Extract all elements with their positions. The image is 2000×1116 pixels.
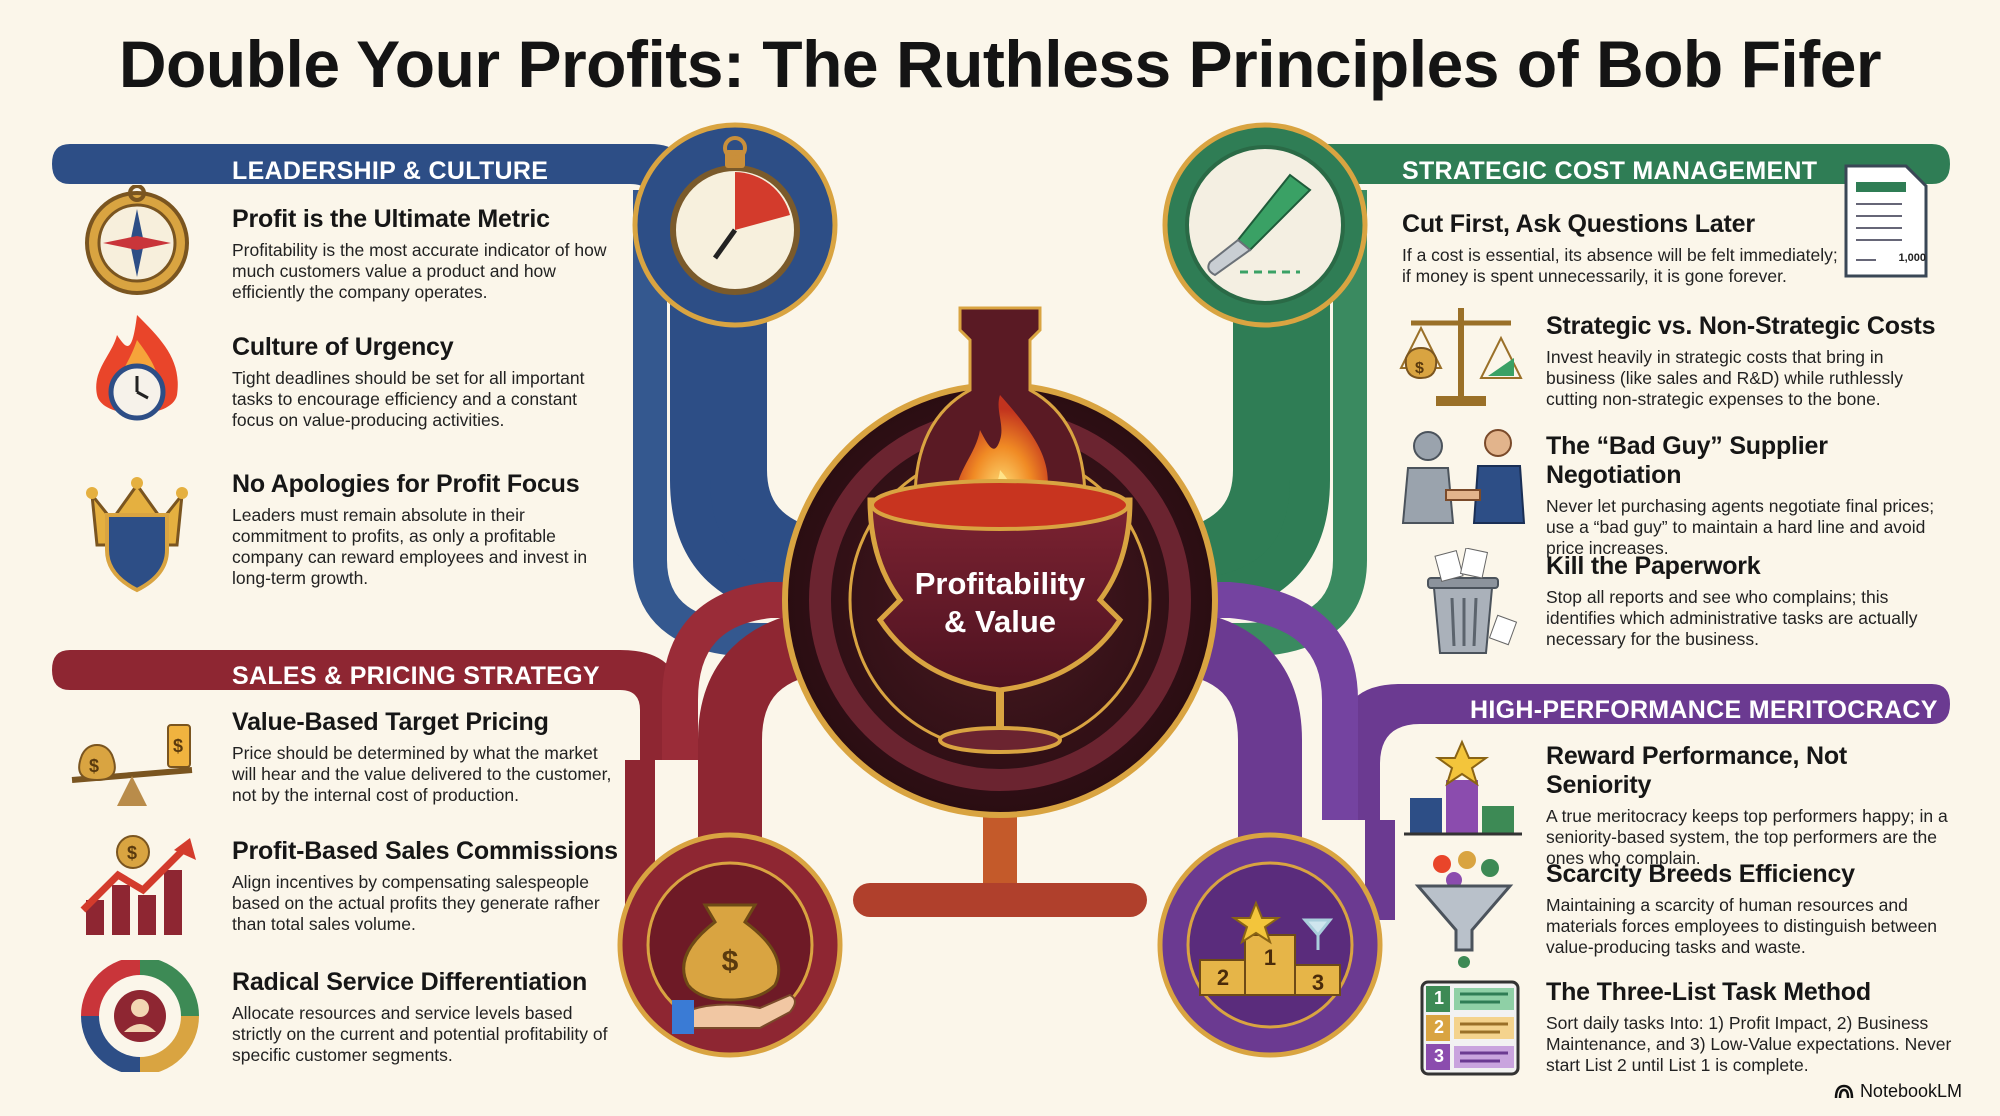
podium-second: 2 (1216, 965, 1230, 990)
invoice-total: 1,000 (1898, 252, 1926, 264)
podium-icon (1199, 900, 1341, 996)
leadership-item-3-title: No Apologies for Profit Focus (232, 470, 580, 498)
cost-item-4-title: Kill the Paperwork (1546, 552, 1761, 580)
center-label-line2: & Value (944, 604, 1056, 639)
invoice-icon (1844, 164, 1928, 278)
money-bag-symbol: $ (721, 945, 739, 978)
cost-item-2-text: Invest heavily in strategic costs that b… (1546, 347, 1903, 409)
sales-item-2: Profit-Based Sales Commissions Align inc… (232, 837, 622, 935)
star-bars-icon (1404, 739, 1522, 836)
list-number-2: 2 (1433, 1017, 1444, 1037)
brand-name: NotebookLM (1859, 1081, 1962, 1101)
cost-item-4: Kill the Paperwork Stop all reports and … (1546, 552, 1956, 650)
meritocracy-item-2: Scarcity Breeds Efficiency Maintaining a… (1546, 860, 1956, 958)
cost-item-4-text: Stop all reports and see who complains; … (1546, 587, 1918, 649)
list-number-3: 3 (1433, 1046, 1444, 1066)
sales-item-1: Value-Based Target Pricing Price should … (232, 708, 622, 806)
money-bag-hand-icon (672, 903, 796, 1034)
seesaw-icon: $ $ (71, 724, 193, 806)
cost-item-1: Cut First, Ask Questions Later If a cost… (1402, 210, 1842, 287)
meritocracy-item-3-title: The Three-List Task Method (1546, 978, 1871, 1006)
crucible-icon (867, 497, 1133, 693)
leadership-item-3: No Apologies for Profit Focus Leaders mu… (232, 470, 622, 589)
sales-item-1-title: Value-Based Target Pricing (232, 708, 549, 736)
cost-band (1210, 144, 1950, 200)
meritocracy-item-1: Reward Performance, Not Seniority A true… (1546, 742, 1956, 869)
cost-item-3-title: The “Bad Guy” Supplier Negotiation (1546, 432, 1828, 489)
svg-text:$: $ (89, 756, 99, 776)
sales-label: SALES & PRICING STRATEGY (232, 662, 600, 690)
leadership-item-3-text: Leaders must remain absolute in their co… (232, 505, 588, 588)
growth-chart-icon: $ (80, 835, 196, 935)
meritocracy-item-2-title: Scarcity Breeds Efficiency (1546, 860, 1855, 888)
cost-item-1-title: Cut First, Ask Questions Later (1402, 210, 1755, 238)
leadership-item-1-title: Profit is the Ultimate Metric (232, 205, 550, 233)
leadership-item-2-text: Tight deadlines should be set for all im… (232, 368, 585, 430)
meritocracy-item-1-title: Reward Performance, Not Seniority (1546, 742, 1848, 799)
svg-text:$: $ (173, 736, 183, 756)
meritocracy-band (1340, 684, 1950, 820)
meritocracy-item-3-text: Sort daily tasks Into: 1) Profit Impact,… (1546, 1013, 1952, 1075)
customer-cycle-icon (81, 960, 199, 1072)
center-label-line1: Profitability (914, 566, 1086, 601)
sales-item-3: Radical Service Differentiation Allocate… (232, 968, 622, 1066)
cost-item-3: The “Bad Guy” Supplier Negotiation Never… (1546, 432, 1956, 559)
fire-clock-icon (96, 315, 178, 421)
crown-shield-icon (86, 477, 188, 593)
trash-can-icon (1427, 548, 1518, 654)
leadership-band (52, 144, 690, 200)
podium-first: 1 (1263, 945, 1277, 970)
sales-band (52, 650, 680, 760)
funnel-icon (1414, 851, 1514, 968)
leadership-item-1: Profit is the Ultimate Metric Profitabil… (232, 205, 622, 303)
cost-item-3-text: Never let purchasing agents negotiate fi… (1546, 496, 1935, 558)
leadership-label: LEADERSHIP & CULTURE (232, 157, 549, 185)
cost-item-2-title: Strategic vs. Non-Strategic Costs (1546, 312, 1936, 340)
meritocracy-item-1-text: A true meritocracy keeps top performers … (1546, 806, 1948, 868)
sales-item-2-text: Align incentives by compensating salespe… (232, 872, 600, 934)
balance-scale-icon: $ (1399, 308, 1523, 406)
handshake-icon (1401, 429, 1526, 524)
center-label: Profitability & Value (880, 565, 1120, 641)
list-number-1: 1 (1433, 988, 1444, 1008)
meritocracy-label: HIGH-PERFORMANCE MERITOCRACY (1470, 696, 1938, 724)
leadership-item-1-text: Profitability is the most accurate indic… (232, 240, 607, 302)
sales-item-3-text: Allocate resources and service levels ba… (232, 1003, 608, 1065)
cost-label: STRATEGIC COST MANAGEMENT (1402, 157, 1818, 185)
scalpel-icon (1207, 173, 1312, 277)
meritocracy-item-2-text: Maintaining a scarcity of human resource… (1546, 895, 1938, 957)
notebooklm-logo-icon (1834, 1084, 1854, 1098)
sales-item-3-title: Radical Service Differentiation (232, 968, 588, 996)
sales-item-1-text: Price should be determined by what the m… (232, 743, 612, 805)
page-title: Double Your Profits: The Ruthless Princi… (118, 27, 1882, 101)
brand-footer: NotebookLM (1834, 1081, 1962, 1102)
three-list-icon (1420, 980, 1520, 1076)
podium-third: 3 (1311, 970, 1325, 995)
cost-item-1-text: If a cost is essential, its absence will… (1402, 245, 1838, 286)
leadership-item-2: Culture of Urgency Tight deadlines shoul… (232, 333, 622, 431)
leadership-item-2-title: Culture of Urgency (232, 333, 454, 361)
cost-item-2: Strategic vs. Non-Strategic Costs Invest… (1546, 312, 1956, 410)
compass-icon (85, 185, 189, 295)
sales-item-2-title: Profit-Based Sales Commissions (232, 837, 618, 865)
svg-text:$: $ (1415, 360, 1424, 377)
svg-text:$: $ (127, 843, 137, 863)
meritocracy-item-3: The Three-List Task Method Sort daily ta… (1546, 978, 1956, 1076)
